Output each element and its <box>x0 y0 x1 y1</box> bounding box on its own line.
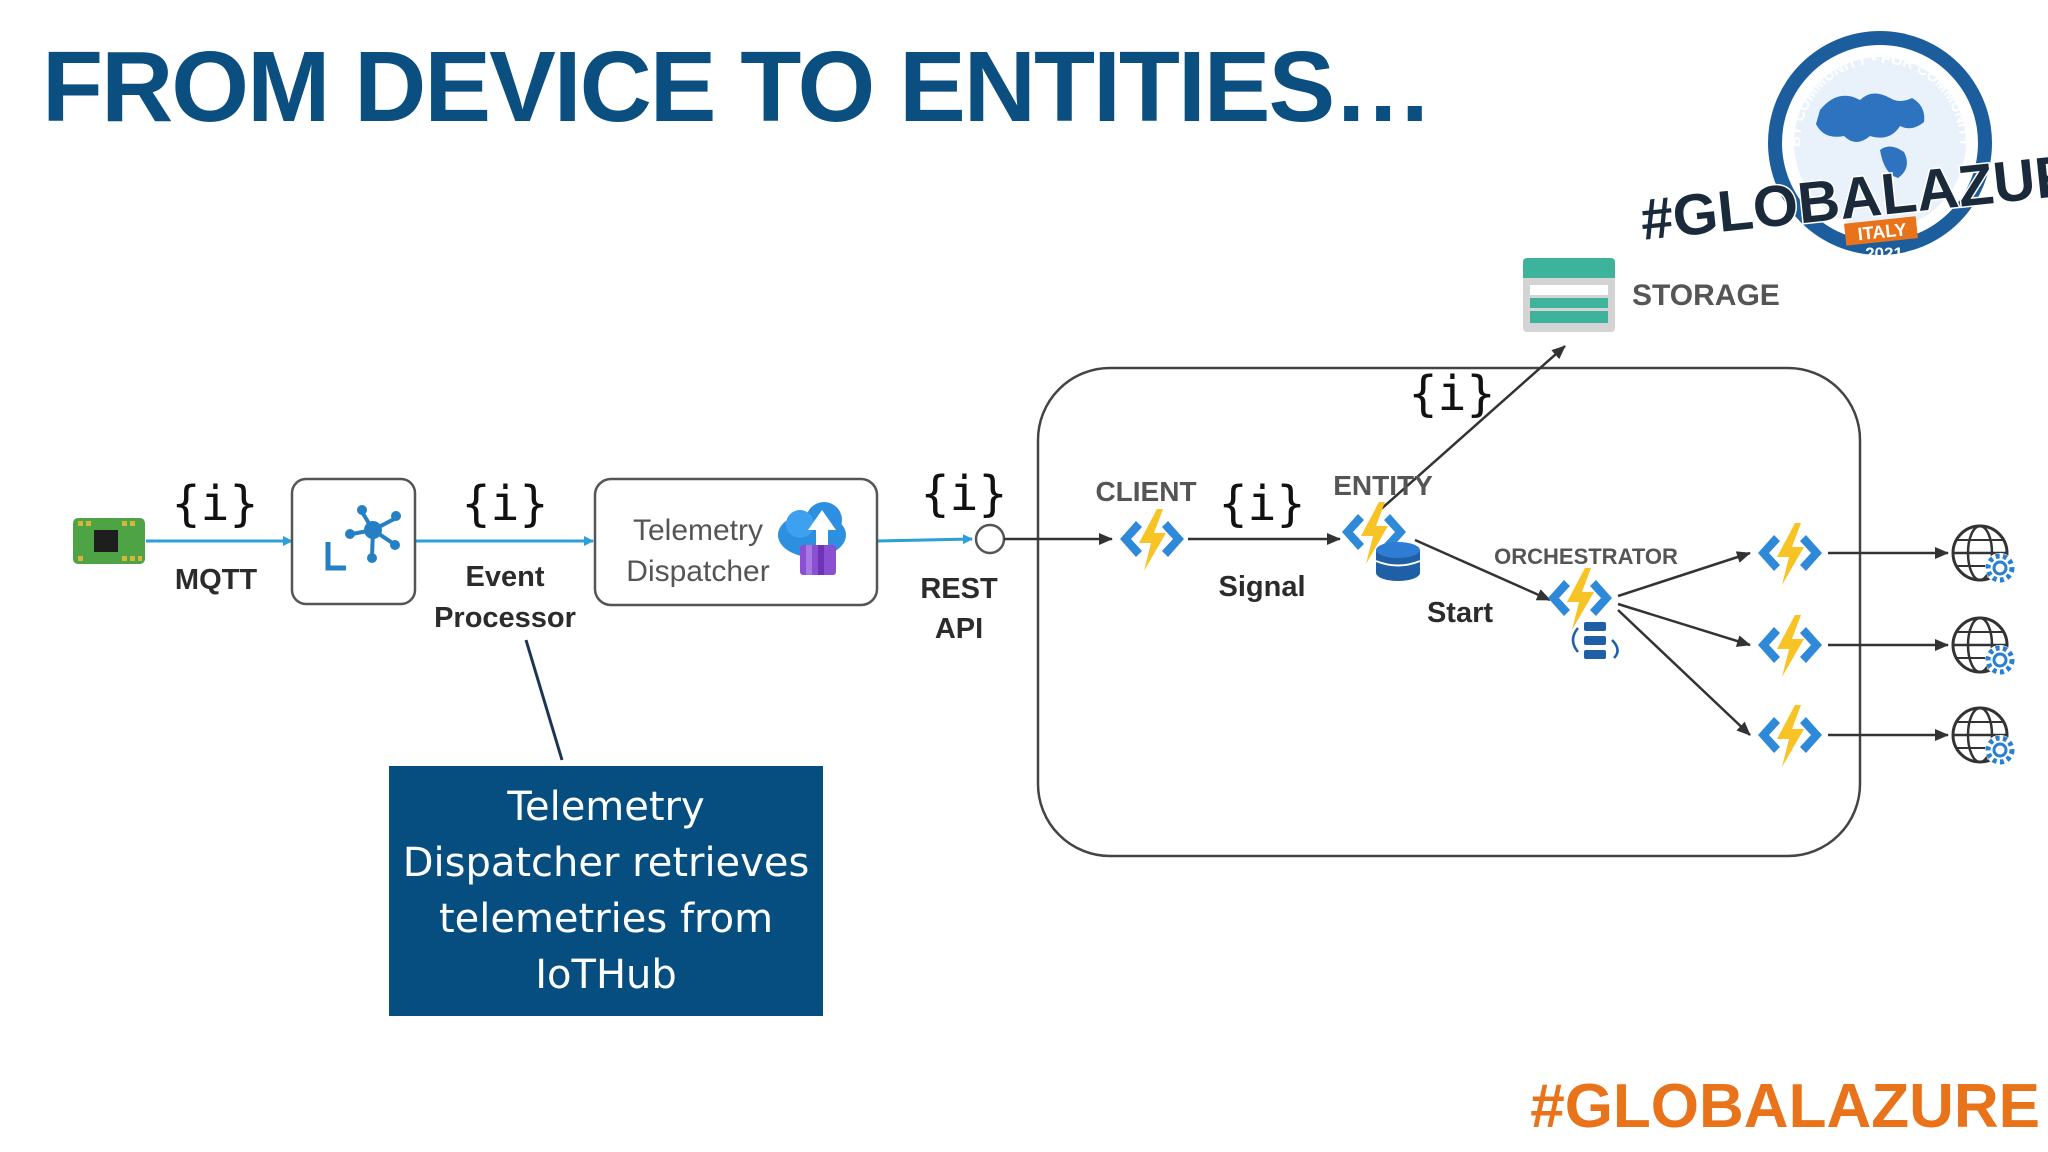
processor-label: Processor <box>434 602 576 634</box>
json-icon: {i} <box>172 476 259 532</box>
activity-function-icon-2 <box>1758 615 1822 677</box>
client-label: CLIENT <box>1095 476 1196 507</box>
orch-arrow-1 <box>1617 551 1751 598</box>
storage-label: STORAGE <box>1632 279 1780 312</box>
json-icon: {i} <box>462 476 549 532</box>
orchestrator-label: ORCHESTRATOR <box>1494 544 1678 569</box>
orch-arrow-2 <box>1617 602 1751 647</box>
web-api-globe-icon-2 <box>1953 618 2015 675</box>
json-icon: {i} <box>1219 476 1306 532</box>
rest-endpoint <box>974 523 1006 555</box>
hashtag-footer: #GLOBALAZURE <box>1530 1072 2040 1141</box>
api-label: API <box>935 613 983 645</box>
global-azure-logo: BY COMMUNITY • FOR COMMUNITY #GLOBALAZUR… <box>1636 31 2048 263</box>
web-api-globe-icon-1 <box>1953 526 2015 583</box>
rest-api-arrow <box>875 534 973 545</box>
json-icon: {i} <box>921 466 1008 522</box>
orchestrator-workflow-icon <box>1571 622 1619 659</box>
event-label: Event <box>466 561 545 593</box>
slide-title: FROM DEVICE TO ENTITIES… <box>42 31 1433 143</box>
orch-arrow-3 <box>1617 609 1751 736</box>
dispatcher-label: Dispatcher <box>626 555 769 588</box>
orchestrator-function-icon <box>1548 568 1612 630</box>
entity-database-icon <box>1375 542 1421 581</box>
web-api-globe-icon-3 <box>1953 708 2015 765</box>
callout-pointer <box>524 639 564 761</box>
client-function-icon <box>1120 509 1184 571</box>
rest-label: REST <box>920 573 998 605</box>
signal-label: Signal <box>1218 571 1305 603</box>
cloud-upload-icon <box>778 502 846 575</box>
start-arrow <box>1414 538 1551 602</box>
raspberry-pi-icon <box>73 518 145 564</box>
iot-hub-box <box>290 477 417 606</box>
function-app-container <box>1036 366 1862 858</box>
mqtt-label: MQTT <box>175 564 257 596</box>
storage-icon <box>1523 258 1615 332</box>
activity-function-icon-3 <box>1758 705 1822 767</box>
start-label: Start <box>1427 597 1493 629</box>
activity-function-icon-1 <box>1758 523 1822 585</box>
storage-arrow <box>1379 345 1566 511</box>
json-icon: {i} <box>1409 366 1496 422</box>
telemetry-label: Telemetry <box>633 514 763 547</box>
iot-hub-nodes <box>345 505 401 563</box>
callout-box: Telemetry Dispatcher retrieves telemetri… <box>389 766 823 1016</box>
entity-label: ENTITY <box>1333 470 1433 501</box>
logo-year-text: 2021 <box>1865 244 1903 263</box>
